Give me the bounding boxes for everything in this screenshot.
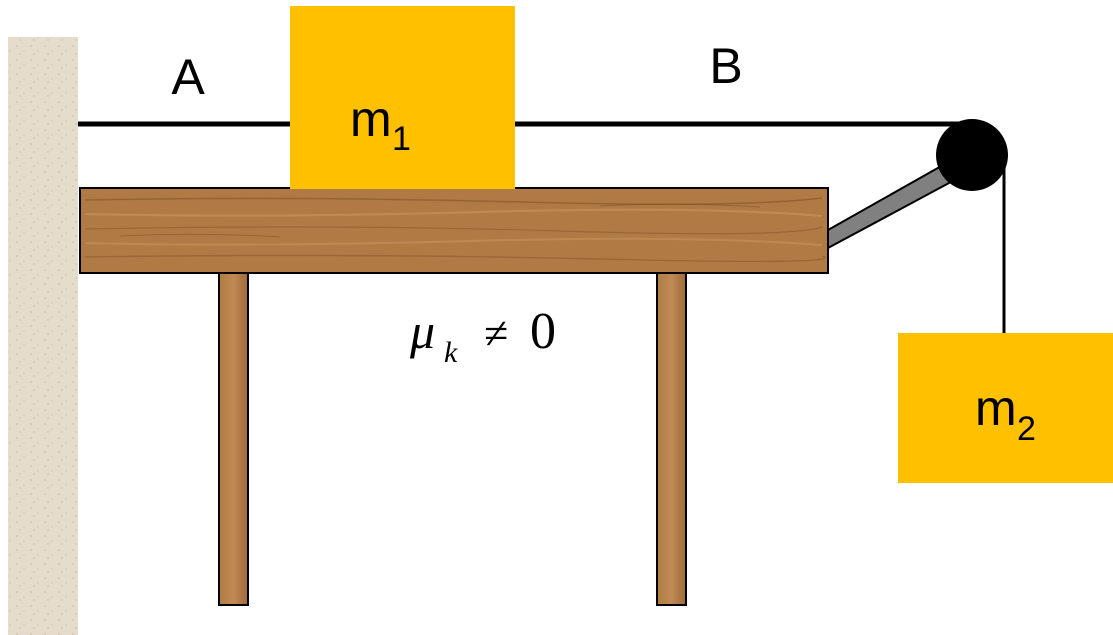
table-leg-left [218,272,249,606]
block-m2-letter: m [975,380,1017,436]
block-m2-subscript: 2 [1017,410,1036,448]
block-m1-subscript: 1 [392,120,411,158]
block-m2-label: m 2 [975,380,1036,448]
friction-value: 0 [530,303,556,360]
pulley [936,119,1008,191]
table-leg-right [656,272,687,606]
block-m1 [290,6,515,189]
block-m1-label: m 1 [350,91,411,158]
friction-symbol: μ [409,303,435,359]
friction-label: μ k ≠ 0 [409,303,556,369]
rope-b-label: B [709,38,742,94]
friction-relation: ≠ [484,309,508,358]
block-m1-letter: m [350,91,392,147]
friction-subscript: k [444,336,458,369]
rope-a-label: A [171,49,205,105]
wall [8,37,78,635]
table-top [79,187,829,274]
block-m2 [898,333,1113,483]
